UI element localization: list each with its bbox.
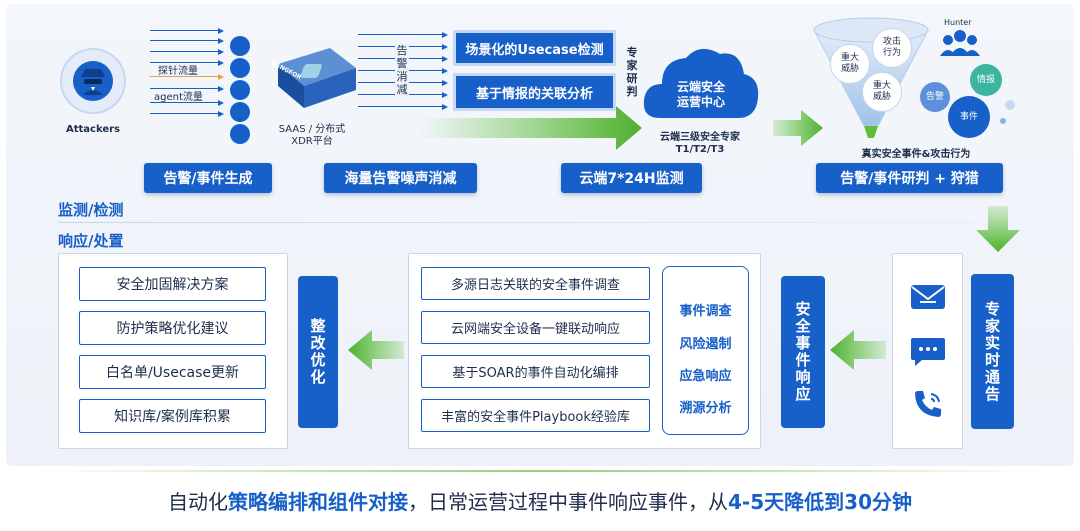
- threat-funnel: 重大威胁 攻击行为 重大威胁: [812, 14, 930, 144]
- bubble-text: 重大威胁: [872, 81, 891, 102]
- left-list-item: 防护策略优化建议: [79, 311, 266, 345]
- green-arrow-left: [348, 330, 404, 370]
- usecase-detection-box: 场景化的Usecase检测: [453, 30, 616, 66]
- sensor-dot: [230, 58, 250, 78]
- xdr-platform-device: SANGFOR: [268, 44, 358, 114]
- vchar: 警: [396, 57, 408, 70]
- stage-label-generate: 告警/事件生成: [144, 163, 272, 193]
- funnel-caption: 真实安全事件&攻击行为: [861, 149, 971, 160]
- attack-flow-lines: [150, 28, 225, 117]
- bottom-divider: [40, 470, 1040, 472]
- expert-notify-label: 专家实时通告: [971, 274, 1014, 429]
- expert-analysis-vertical: 专 家 研 判: [625, 46, 639, 98]
- hunter-icon: [940, 28, 980, 58]
- vchar: 消: [396, 70, 408, 83]
- section-detect: 监测/检测: [58, 201, 124, 219]
- alert-bubble: 告警: [920, 82, 950, 112]
- sub-item: 风险遏制: [679, 337, 732, 352]
- agent-traffic-label: agent流量: [154, 92, 203, 103]
- chat-icon: [910, 336, 946, 368]
- bubble-text: 事件: [959, 111, 978, 122]
- left-list-item: 知识库/案例库积累: [79, 399, 266, 433]
- middle-list-item: 基于SOAR的事件自动化编排: [421, 355, 650, 388]
- cloud-line1: 云端安全: [676, 80, 725, 94]
- middle-list-item: 丰富的安全事件Playbook经验库: [421, 399, 650, 432]
- green-flow-arrow: [420, 106, 642, 150]
- hacker-icon: [73, 61, 113, 101]
- cloud-caption2: T1/T2/T3: [675, 144, 725, 155]
- bubble-text: 攻击行为: [882, 37, 901, 58]
- bubble-text: 情报: [976, 74, 995, 85]
- stage-label-reduce: 海量告警噪声消减: [324, 163, 477, 193]
- sensor-dot: [230, 124, 250, 144]
- bubble-text: 告警: [925, 91, 944, 102]
- vchar: 研: [626, 72, 638, 85]
- vchar: 专: [626, 46, 638, 59]
- section-respond: 响应/处置: [58, 232, 124, 250]
- left-list-item: 白名单/Usecase更新: [79, 355, 266, 389]
- attack-bubble: 攻击行为: [872, 28, 912, 68]
- cloud-caption1: 云端三级安全专家: [660, 132, 740, 143]
- threat-bubble: 重大威胁: [830, 44, 870, 84]
- improve-label: 整改优化: [298, 276, 338, 428]
- decor-dot: [1005, 100, 1015, 110]
- vchar: 判: [626, 85, 638, 98]
- intel-bubble: 情报: [970, 64, 1002, 96]
- alert-reduce-vertical: 告 警 消 减: [395, 44, 409, 96]
- phone-icon: [912, 388, 944, 420]
- left-list-item: 安全加固解决方案: [79, 267, 266, 301]
- probe-traffic-label: 探针流量: [158, 66, 198, 77]
- sub-item: 事件调查: [679, 304, 732, 319]
- sensor-dot: [230, 36, 250, 56]
- cloud-soc: 云端安全 运营中心: [640, 38, 762, 126]
- vchar: 家: [626, 59, 638, 72]
- middle-list-item: 多源日志关联的安全事件调查: [421, 267, 650, 300]
- summary-highlight2: 4-5天降低到30分钟: [728, 490, 912, 514]
- sub-item: 应急响应: [679, 369, 732, 384]
- green-arrow-left: [830, 330, 886, 370]
- intel-analysis-box: 基于情报的关联分析: [453, 73, 616, 111]
- vchar: 减: [396, 83, 408, 96]
- sub-item: 溯源分析: [679, 401, 732, 416]
- vchar: 告: [396, 44, 408, 57]
- summary-part3: ，日常运营过程中事件响应事件，从: [408, 490, 729, 514]
- sensor-dot: [230, 102, 250, 122]
- mail-icon: [910, 282, 946, 310]
- response-sub-panel: [662, 266, 749, 435]
- summary-part1: 自动化: [168, 490, 229, 514]
- cloud-line2: 运营中心: [676, 95, 725, 109]
- stage-label-hunt: 告警/事件研判 + 狩猎: [816, 163, 1003, 193]
- security-response-label: 安全事件响应: [781, 276, 825, 428]
- event-bubble: 事件: [948, 96, 990, 138]
- section-divider: [58, 222, 978, 223]
- threat-bubble: 重大威胁: [862, 72, 902, 112]
- stage-label-monitor: 云端7*24H监测: [561, 163, 702, 193]
- saas-line1: SAAS / 分布式: [278, 124, 346, 135]
- sensor-dot: [230, 80, 250, 100]
- attackers-label: Attackers: [65, 124, 121, 135]
- hunter-label: Hunter: [944, 18, 972, 27]
- green-arrow-right: [773, 110, 823, 146]
- decor-dot: [1000, 118, 1006, 124]
- bubble-text: 重大威胁: [840, 53, 859, 74]
- summary-highlight1: 策略编排和组件对接: [228, 490, 409, 514]
- saas-line2: XDR平台: [291, 136, 333, 147]
- middle-list-item: 云网端安全设备一键联动响应: [421, 311, 650, 344]
- attacker-avatar: [60, 48, 126, 114]
- green-arrow-down: [976, 206, 1020, 252]
